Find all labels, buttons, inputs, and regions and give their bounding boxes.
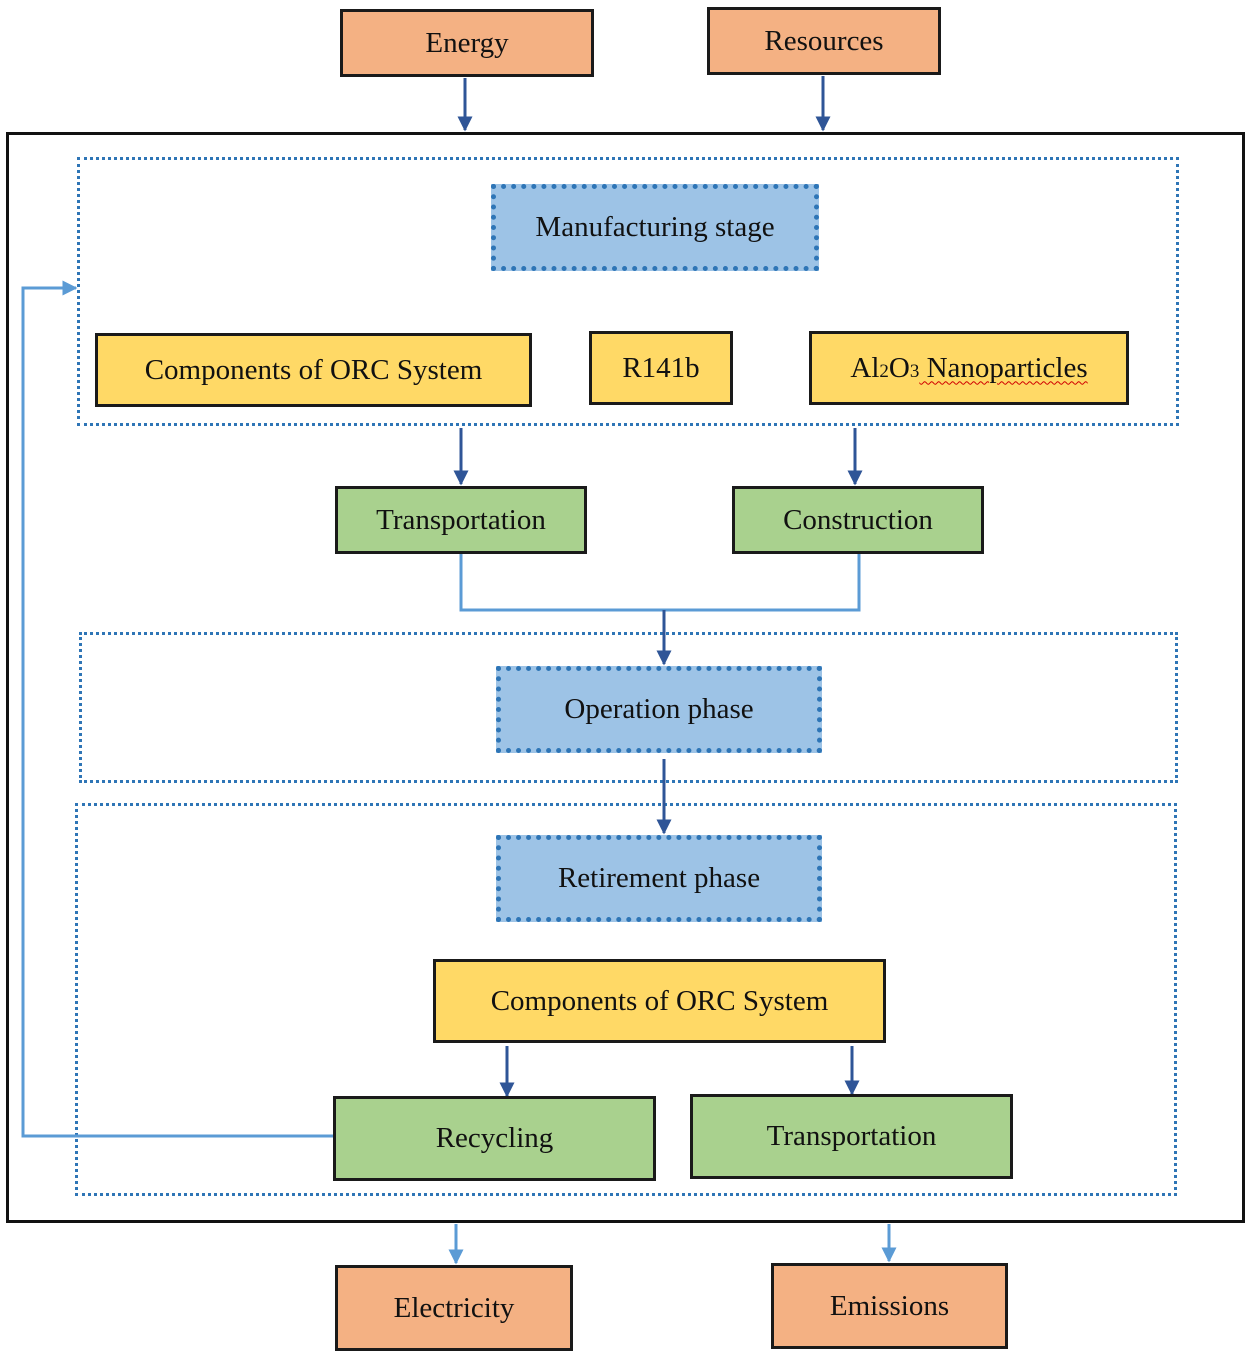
electricity-label: Electricity [393, 1291, 515, 1324]
operation-phase-label: Operation phase [564, 693, 754, 725]
recycling-feedback-loop [21, 280, 333, 1138]
retire-transportation-label: Transportation [766, 1120, 937, 1152]
construction-label: Construction [783, 503, 933, 536]
r141b-box: R141b [589, 331, 733, 405]
energy-label: Energy [425, 26, 509, 59]
retirement-group [75, 803, 1177, 1196]
retire-components-orc-label: Components of ORC System [490, 984, 829, 1017]
resources-input-box: Resources [707, 7, 941, 75]
transportation-box: Transportation [335, 486, 587, 554]
electricity-output-box: Electricity [335, 1265, 573, 1351]
operation-group [79, 632, 1178, 783]
emissions-label: Emissions [829, 1289, 950, 1322]
manufacturing-stage-label: Manufacturing stage [535, 211, 775, 243]
recycling-box: Recycling [333, 1096, 656, 1181]
manufacturing-stage-box: Manufacturing stage [491, 184, 819, 271]
merge-connector [459, 554, 861, 612]
components-orc-label: Components of ORC System [144, 353, 483, 386]
transportation-label: Transportation [376, 503, 546, 536]
manufacturing-group [77, 157, 1179, 426]
energy-input-box: Energy [340, 9, 594, 77]
emissions-output-box: Emissions [771, 1263, 1008, 1349]
components-orc-box: Components of ORC System [95, 333, 532, 407]
recycling-label: Recycling [435, 1122, 554, 1154]
resources-label: Resources [764, 24, 884, 57]
retirement-phase-label: Retirement phase [557, 862, 761, 894]
retire-components-orc-box: Components of ORC System [433, 959, 886, 1043]
construction-box: Construction [732, 486, 984, 554]
operation-phase-box: Operation phase [496, 666, 822, 753]
system-boundary [6, 132, 1245, 1223]
retirement-phase-box: Retirement phase [496, 835, 822, 922]
retire-transportation-box: Transportation [690, 1094, 1013, 1179]
r141b-label: R141b [622, 351, 700, 384]
